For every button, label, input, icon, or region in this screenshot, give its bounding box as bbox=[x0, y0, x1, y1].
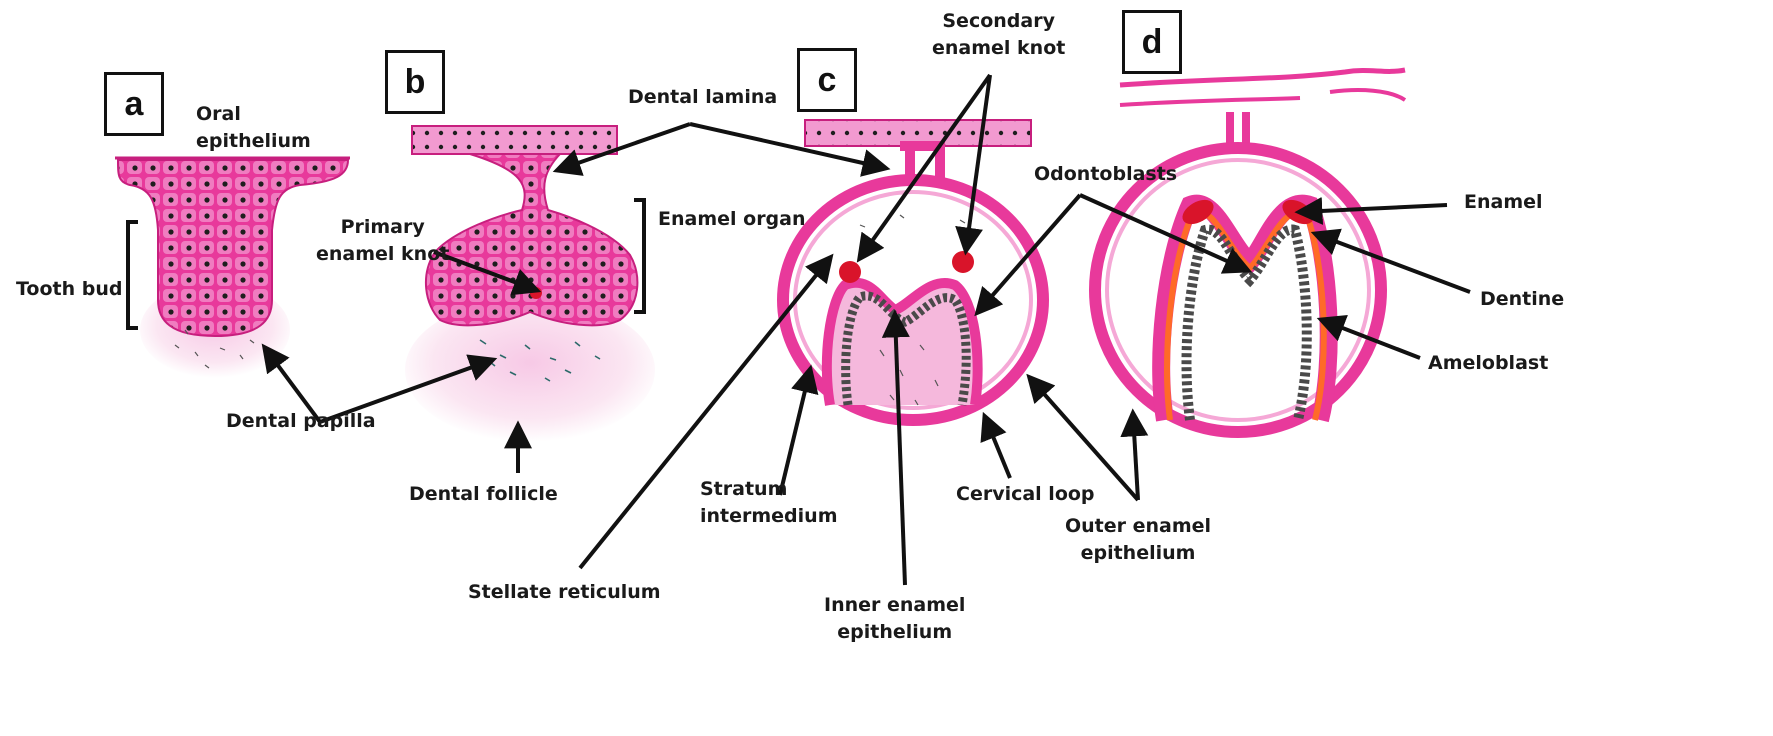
label-dental-lamina: Dental lamina bbox=[628, 84, 777, 111]
label-dental-follicle: Dental follicle bbox=[409, 481, 558, 508]
label-dental-papilla: Dental papilla bbox=[226, 408, 376, 435]
stage-b-cap-illustration bbox=[405, 126, 655, 442]
panel-label-a: a bbox=[104, 72, 164, 136]
label-tooth-bud: Tooth bud bbox=[16, 276, 123, 303]
label-dentine: Dentine bbox=[1480, 286, 1564, 313]
label-stellate-reticulum: Stellate reticulum bbox=[468, 579, 661, 606]
tooth-bud-bracket bbox=[128, 222, 138, 328]
panel-label-d: d bbox=[1122, 10, 1182, 74]
stage-a-bud-illustration bbox=[115, 158, 350, 378]
panel-label-b: b bbox=[385, 50, 445, 114]
label-odontoblasts: Odontoblasts bbox=[1034, 161, 1177, 188]
label-cervical-loop: Cervical loop bbox=[956, 481, 1095, 508]
panel-label-c: c bbox=[797, 48, 857, 112]
label-ameloblast: Ameloblast bbox=[1428, 350, 1548, 377]
label-enamel: Enamel bbox=[1464, 189, 1543, 216]
label-enamel-organ: Enamel organ bbox=[658, 206, 806, 233]
